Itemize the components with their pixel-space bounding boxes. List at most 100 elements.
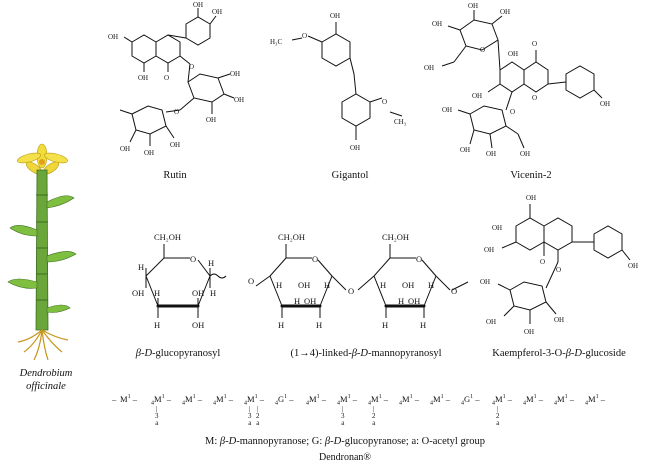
kae-o-keto: O bbox=[540, 258, 545, 266]
glc-h-5: H bbox=[138, 262, 144, 272]
kae-oh-glc-2: OH bbox=[554, 316, 564, 324]
chain-unit: 4M1 – bbox=[306, 394, 326, 407]
chain-unit: 4M1 – bbox=[585, 394, 605, 407]
glc-h-2-side: H bbox=[210, 288, 216, 298]
mannopyranosyl-caption-prefix: (1→4)-linked- bbox=[290, 348, 352, 359]
man-o-right: O bbox=[451, 286, 457, 296]
kae-oh-glc-4: OH bbox=[486, 318, 496, 326]
kaempferol-caption-rest: -glucoside bbox=[582, 348, 626, 359]
vicenin-o-keto: O bbox=[532, 40, 537, 48]
rutin-oh-glc-3: OH bbox=[234, 96, 244, 104]
gigantol-oh-top: OH bbox=[330, 12, 340, 20]
plant-label-line1: Dendrobium bbox=[19, 368, 73, 379]
glc-h-1: H bbox=[208, 258, 214, 268]
vicenin-oh-1: OH bbox=[468, 2, 478, 10]
rutin-o-3: O bbox=[189, 63, 194, 71]
chain-units: –M1 –4M1 –4M1 –4M1 –4M1 –4G1 –4M1 –4M1 –… bbox=[112, 392, 632, 432]
plant-label-line2: officinale bbox=[26, 381, 66, 392]
man2-ch2oh: CH₂OH bbox=[382, 232, 409, 242]
man1-h-e: H bbox=[316, 320, 322, 330]
chain-unit: 4M1 – bbox=[399, 394, 419, 407]
mannose-unit-1 bbox=[255, 244, 347, 318]
plant-stem bbox=[7, 169, 77, 331]
mannopyranosyl-caption-rest: -mannopyranosyl bbox=[368, 348, 442, 359]
gigantol-caption: Gigantol bbox=[331, 170, 369, 181]
rutin-atom-labels: OH OH O O OH OH OH OH OH O OH OH OH bbox=[108, 2, 244, 157]
glucopyranosyl-atom-labels: CH₂OH O H H OH H H OH H OH bbox=[132, 232, 216, 330]
man-o-left: O bbox=[248, 276, 254, 286]
glc-ring-o: O bbox=[190, 254, 196, 264]
man1-oh-b: OH bbox=[304, 296, 316, 306]
kae-oh-top: OH bbox=[526, 194, 536, 202]
glucopyranosyl-structure: CH₂OH O H H OH H H OH H OH bbox=[132, 232, 227, 330]
man2-h-a: H bbox=[380, 280, 386, 290]
rutin-structure: OH OH O O OH OH OH OH OH O OH OH OH bbox=[108, 2, 244, 157]
glc-oh-4: OH bbox=[132, 288, 144, 298]
chain-unit: 4M1 – bbox=[492, 394, 512, 407]
chain-start-dash: – bbox=[112, 394, 117, 404]
gigantol-structure: OH O H₃C O CH₃ OH bbox=[270, 12, 407, 152]
vicenin-oh-4p: OH bbox=[600, 100, 610, 108]
chain-unit: 4M1 – bbox=[151, 394, 171, 407]
rutin-oh-3p: OH bbox=[193, 2, 203, 9]
kae-oh-glc-6: OH bbox=[480, 278, 490, 286]
man2-oh-b: OH bbox=[408, 296, 420, 306]
kae-o-3: O bbox=[556, 266, 561, 274]
chain-unit: 4G1 – bbox=[275, 394, 294, 407]
kae-oh-5: OH bbox=[492, 224, 502, 232]
chain-unit: 4M1 – bbox=[182, 394, 202, 407]
glucopyranosyl-caption-italic: β-D bbox=[135, 348, 153, 359]
mannopyranosyl-caption: (1→4)-linked-β-D-mannopyranosyl bbox=[266, 348, 466, 359]
man2-h-d: H bbox=[382, 320, 388, 330]
vicenin-oh-10: OH bbox=[520, 150, 530, 158]
rutin-oh-rha-2: OH bbox=[170, 141, 180, 149]
man2-h-b: H bbox=[428, 280, 434, 290]
vicenin-atom-labels: OH OH OH OH O OH O O OH OH OH OH OH O OH bbox=[424, 2, 610, 158]
rutin-oh-7: OH bbox=[108, 33, 118, 41]
mannose-unit-2 bbox=[357, 244, 469, 318]
legend-g-rest: -glucopyranose; a: O-acetyl group bbox=[341, 436, 485, 447]
mannopyranosyl-atom-labels: O CH₂OH O H OH H H OH H H O CH₂OH O H OH… bbox=[248, 232, 457, 330]
man2-h-c: H bbox=[398, 296, 404, 306]
chain-unit: 4M1 – bbox=[368, 394, 388, 407]
vicenin-oh-2: OH bbox=[500, 8, 510, 16]
chain-unit: 4G1 – bbox=[461, 394, 480, 407]
legend-g-italic: β-D bbox=[324, 436, 342, 447]
kaempferol-caption: Kaempferol-3-O-β-D-glucoside bbox=[478, 348, 640, 359]
rutin-caption: Rutin bbox=[163, 170, 187, 181]
vicenin-oh-8: OH bbox=[460, 146, 470, 154]
glucopyranosyl-caption-rest: -glucopyranosyl bbox=[152, 348, 221, 359]
rutin-oh-5: OH bbox=[138, 74, 148, 82]
kae-oh-7: OH bbox=[484, 246, 494, 254]
chain-unit: 4M1 – bbox=[430, 394, 450, 407]
plant-roots bbox=[17, 329, 69, 361]
product-name: Dendronan® bbox=[318, 452, 372, 463]
legend-m: M: bbox=[205, 436, 220, 447]
kaempferol-structure: OH OH OH O O OH OH OH OH OH bbox=[480, 194, 638, 336]
mannopyranosyl-structure: O CH₂OH O H OH H H OH H H O CH₂OH O H OH… bbox=[248, 232, 469, 330]
glc-oh-3: OH bbox=[192, 320, 204, 330]
chain-unit: 4M1 – bbox=[554, 394, 574, 407]
vicenin-oh-4: OH bbox=[424, 64, 434, 72]
glucopyranosyl-caption: β-D-glucopyranosyl bbox=[118, 348, 238, 359]
chain-unit: 4M1 – bbox=[213, 394, 233, 407]
gigantol-atom-labels: OH O H₃C O CH₃ OH bbox=[270, 12, 407, 152]
glc-oh-2: OH bbox=[192, 288, 204, 298]
gigantol-oh-bottom: OH bbox=[350, 144, 360, 152]
dendronan-chain: –M1 –4M1 –4M1 –4M1 –4M1 –4G1 –4M1 –4M1 –… bbox=[112, 392, 632, 432]
vicenin-oh-7: OH bbox=[472, 92, 482, 100]
chain-unit: 4M1 – bbox=[337, 394, 357, 407]
vicenin-oh-9: OH bbox=[486, 150, 496, 158]
rutin-oh-glc-4: OH bbox=[206, 116, 216, 124]
man2-ring-o: O bbox=[416, 254, 422, 264]
rutin-o-4: O bbox=[164, 74, 169, 82]
glc-h-3: H bbox=[154, 288, 160, 298]
plant-label: Dendrobium officinale bbox=[6, 367, 86, 393]
kae-oh-glc-3: OH bbox=[524, 328, 534, 336]
vicenin-caption: Vicenin-2 bbox=[510, 170, 552, 181]
man-o-link: O bbox=[348, 286, 354, 296]
man1-ring-o: O bbox=[312, 254, 318, 264]
legend-m-italic: β-D bbox=[219, 436, 237, 447]
